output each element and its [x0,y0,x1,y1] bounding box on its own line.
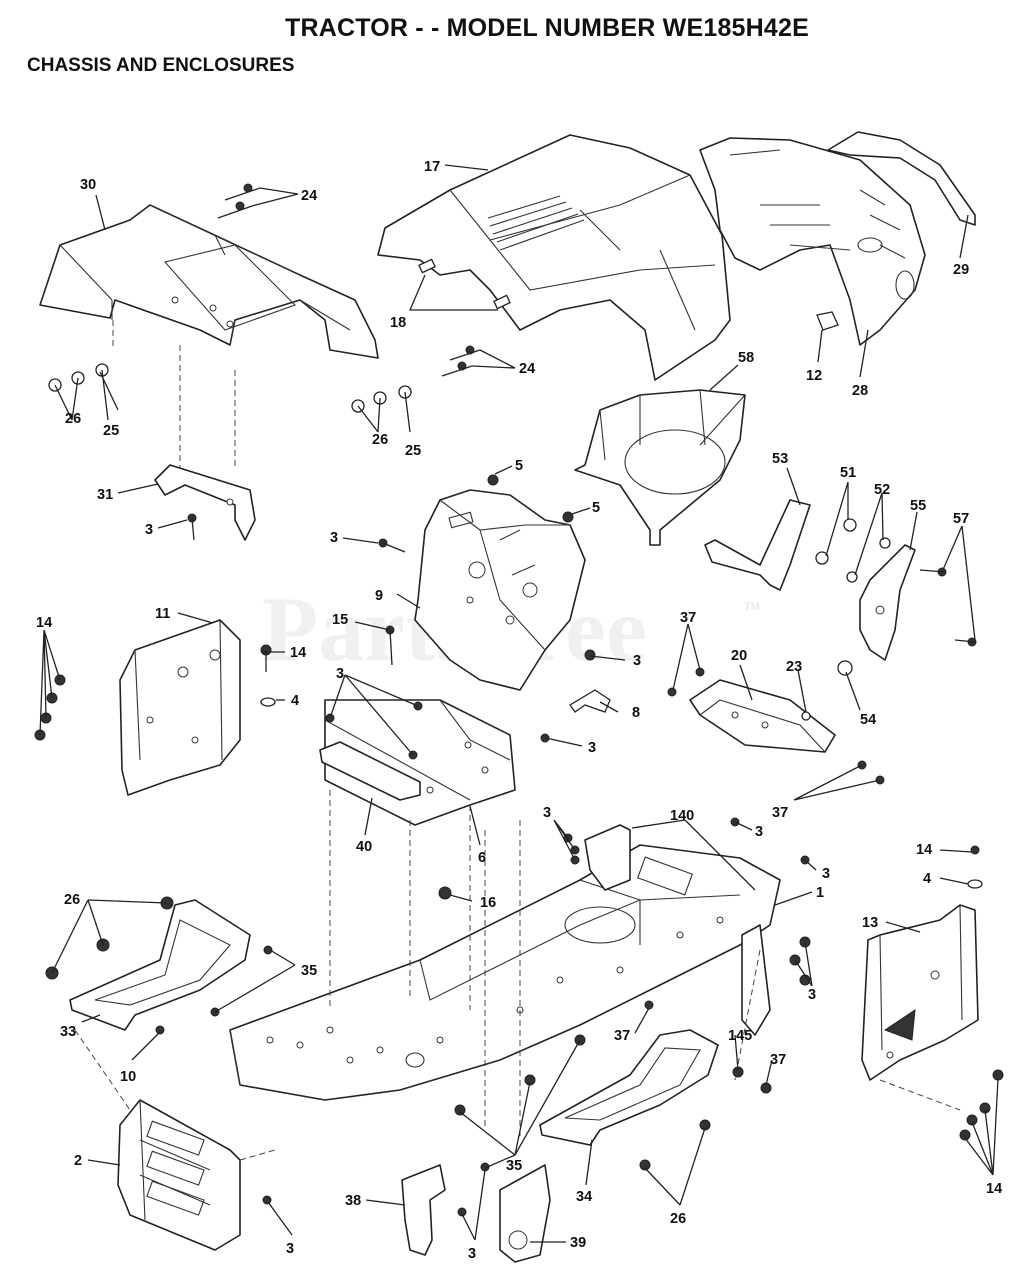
part-side-panel-left [119,619,241,796]
callout-24: 24 [301,188,317,204]
callout-145: 145 [728,1028,752,1044]
callout-5: 5 [592,500,600,516]
callout-11: 11 [155,606,170,622]
callout-16: 16 [480,895,496,911]
hardware-group [34,183,1004,1217]
callout-25: 25 [103,423,119,439]
callout-57: 57 [953,511,969,527]
callout-38: 38 [345,1193,361,1209]
watermark-trademark: TM [744,601,760,613]
callout-4: 4 [291,693,299,709]
part-dash-panel [414,489,586,691]
part-front-bracket [117,1099,241,1251]
part-floor-plate [324,699,516,826]
callout-5: 5 [515,458,523,474]
callout-13: 13 [862,915,878,931]
callout-34: 34 [576,1189,592,1205]
callout-31: 31 [97,487,113,503]
part-clip [816,311,839,331]
callout-labels: 30 24 17 29 18 12 28 24 58 25 26 26 25 5… [36,159,1002,1262]
callout-26: 26 [670,1211,686,1227]
part-bracket-145 [741,924,771,1036]
callout-140: 140 [670,808,694,824]
callout-26: 26 [64,892,80,908]
callout-1: 1 [816,885,824,901]
section-title: CHASSIS AND ENCLOSURES [27,55,295,76]
part-grille-side [827,131,976,226]
part-grille-housing [699,137,926,346]
callout-26: 26 [65,411,81,427]
callout-24: 24 [519,361,535,377]
callout-39: 39 [570,1235,586,1251]
callout-12: 12 [806,368,822,384]
callout-3: 3 [588,740,596,756]
leader-lines [39,164,999,1243]
part-footrest-right [539,1029,719,1146]
part-fan-shroud [574,389,746,546]
callout-58: 58 [738,350,754,366]
part-fender [39,204,379,359]
callout-53: 53 [772,451,788,467]
callout-35: 35 [301,963,317,979]
callout-37: 37 [680,610,696,626]
part-side-panel-right [861,904,979,1081]
part-support-plate [859,544,916,661]
callout-3: 3 [468,1246,476,1262]
callout-2: 2 [74,1153,82,1169]
callout-3: 3 [822,866,830,882]
callout-8: 8 [632,705,640,721]
callout-37: 37 [772,805,788,821]
part-bracket-38 [401,1164,446,1256]
callout-14: 14 [916,842,932,858]
callout-14: 14 [36,615,52,631]
callout-29: 29 [953,262,969,278]
callout-30: 30 [80,177,96,193]
callout-51: 51 [840,465,856,481]
part-brace-53 [704,499,811,591]
callout-3: 3 [808,987,816,1003]
callout-14: 14 [986,1181,1002,1197]
callout-4: 4 [923,871,931,887]
callout-6: 6 [478,850,486,866]
callout-15: 15 [332,612,348,628]
callout-40: 40 [356,839,372,855]
callout-3: 3 [286,1241,294,1257]
part-brace-140 [584,824,631,891]
callout-14: 14 [290,645,306,661]
callout-10: 10 [120,1069,136,1085]
callout-37: 37 [614,1028,630,1044]
callout-3: 3 [330,530,338,546]
callout-28: 28 [852,383,868,399]
callout-17: 17 [424,159,440,175]
callout-9: 9 [375,588,383,604]
page-title: TRACTOR - - MODEL NUMBER WE185H42E [285,14,809,42]
part-strip-40 [319,741,421,801]
callout-55: 55 [910,498,926,514]
part-seat-bracket [154,464,256,541]
callout-37: 37 [770,1052,786,1068]
callout-52: 52 [874,482,890,498]
callout-35: 35 [506,1158,522,1174]
callout-20: 20 [731,648,747,664]
part-mount-plate-20 [689,679,836,753]
part-clamp-8 [569,689,611,713]
callout-3: 3 [633,653,641,669]
callout-33: 33 [60,1024,76,1040]
callout-26: 26 [372,432,388,448]
callout-3: 3 [336,666,344,682]
callout-3: 3 [755,824,763,840]
callout-3: 3 [145,522,153,538]
callout-25: 25 [405,443,421,459]
callout-23: 23 [786,659,802,675]
callout-18: 18 [390,315,406,331]
part-footrest-left [69,899,251,1031]
part-hood [377,134,731,381]
callout-54: 54 [860,712,876,728]
part-bracket-39 [499,1164,551,1263]
callout-3: 3 [543,805,551,821]
